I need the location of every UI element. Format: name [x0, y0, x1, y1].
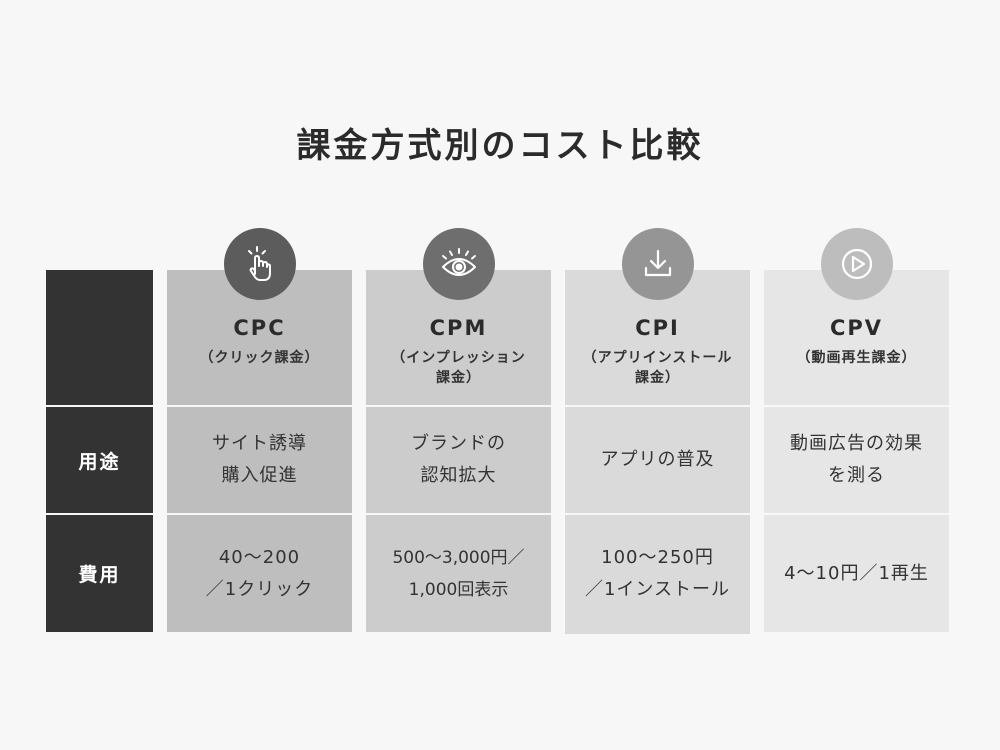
cpi-cost: 100〜250円 ／1インストール: [565, 515, 750, 632]
cpv-header: CPV （動画再生課金）: [764, 308, 949, 405]
column-cpm: CPM （インプレッション 課金） ブランドの 認知拡大 500〜3,000円／…: [366, 228, 551, 632]
cpv-cost-line-1: 4〜10円／1再生: [784, 562, 929, 584]
cpm-cost-line-1: 500〜3,000円／: [392, 547, 525, 568]
eye-icon: [423, 228, 495, 300]
cpv-use-line-2: を測る: [828, 465, 885, 486]
cpi-sub-2: 課金）: [634, 370, 680, 386]
cpv-cost: 4〜10円／1再生: [764, 515, 949, 632]
cpc-sub-1: （クリック課金）: [199, 350, 320, 366]
cpm-sub-1: （インプレッション: [391, 350, 526, 366]
cpc-cost: 40〜200 ／1クリック: [167, 515, 352, 632]
column-cpc: CPC （クリック課金） サイト誘導 購入促進 40〜200 ／1クリック: [167, 228, 352, 632]
cpc-cost-line-2: ／1クリック: [205, 578, 314, 600]
cpm-sub: （インプレッション 課金）: [391, 348, 526, 388]
cpm-cost-line-2: 1,000回表示: [408, 579, 509, 600]
cpc-use: サイト誘導 購入促進: [167, 407, 352, 513]
cpm-use: ブランドの 認知拡大: [366, 407, 551, 513]
cpi-header: CPI （アプリインストール 課金）: [565, 308, 750, 405]
download-icon: [622, 228, 694, 300]
play-icon: [821, 228, 893, 300]
cpc-header: CPC （クリック課金）: [167, 308, 352, 405]
cpi-sub-1: （アプリインストール: [582, 350, 733, 366]
cpi-use-line-1: アプリの普及: [600, 449, 715, 470]
cpi-use: アプリの普及: [565, 407, 750, 513]
cpm-header: CPM （インプレッション 課金）: [366, 308, 551, 405]
cpi-cost-line-1: 100〜250円: [601, 546, 714, 568]
cpm-code: CPM: [429, 316, 488, 340]
cpc-cost-line-1: 40〜200: [218, 546, 301, 568]
cpv-use: 動画広告の効果 を測る: [764, 407, 949, 513]
cpm-sub-2: 課金）: [436, 370, 481, 386]
row-header-use: 用途: [46, 407, 153, 513]
row-header-blank: [46, 270, 153, 405]
cpc-use-line-1: サイト誘導: [212, 433, 307, 454]
cpi-code: CPI: [635, 316, 680, 340]
cpc-code: CPC: [233, 316, 286, 340]
row-header-cost: 費用: [46, 515, 153, 632]
column-cpi: CPI （アプリインストール 課金） アプリの普及 100〜250円 ／1インス…: [565, 228, 750, 634]
cpv-sub-1: （動画再生課金）: [796, 350, 917, 366]
cpi-sub: （アプリインストール 課金）: [583, 348, 733, 388]
cpm-cost: 500〜3,000円／ 1,000回表示: [366, 515, 551, 632]
column-cpv: CPV （動画再生課金） 動画広告の効果 を測る 4〜10円／1再生: [764, 228, 949, 632]
cpm-use-line-2: 認知拡大: [420, 465, 497, 486]
cpi-cost-line-2: ／1インストール: [584, 578, 731, 600]
cpv-use-line-1: 動画広告の効果: [790, 433, 923, 454]
page-title: 課金方式別のコスト比較: [296, 126, 704, 166]
cpc-use-line-2: 購入促進: [221, 465, 298, 486]
cpv-code: CPV: [829, 316, 884, 340]
pointer-click-icon: [224, 228, 296, 300]
cpm-use-line-1: ブランドの: [411, 433, 506, 454]
